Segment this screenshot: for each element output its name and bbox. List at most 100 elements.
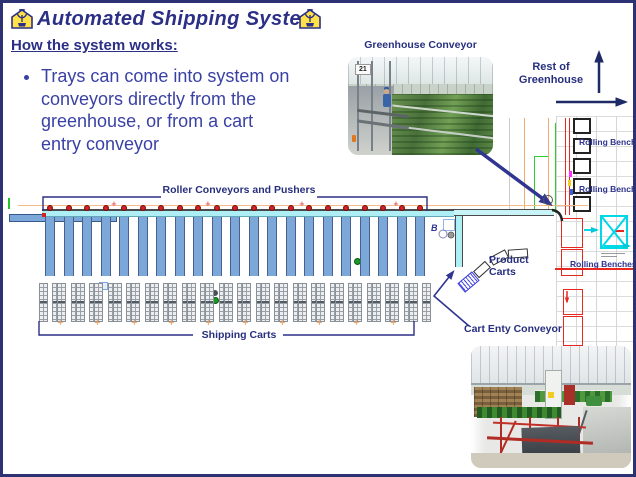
photo-machine-door	[563, 385, 575, 405]
photo-number-tag: 21	[355, 64, 371, 75]
cad-machine	[600, 215, 628, 249]
cad-mark	[8, 198, 10, 209]
cad-red-rect	[563, 316, 583, 346]
tick-mark: +	[168, 318, 175, 327]
cad-red-line	[555, 268, 633, 270]
conveyor-lane	[267, 217, 277, 276]
tick-mark: +	[393, 200, 399, 208]
shipping-cart	[112, 283, 122, 322]
shipping-cart	[334, 283, 344, 322]
rolling-benches-label: Rolling Benches	[570, 259, 636, 269]
conveyor-lane	[174, 217, 185, 276]
shipping-cart	[131, 283, 140, 322]
pusher-dot	[380, 205, 386, 211]
greenhouse-conveyor-photo: 21	[348, 57, 493, 155]
shipping-cart	[408, 283, 418, 322]
product-carts-label: Product Carts	[489, 254, 529, 279]
photo-post	[371, 60, 374, 152]
bench-block	[573, 138, 591, 154]
photo-post	[356, 60, 359, 152]
shipping-cart	[297, 283, 307, 322]
cart-entry-photo	[471, 346, 631, 468]
pusher-dot	[158, 205, 164, 211]
tick-mark: +	[111, 200, 117, 208]
conveyor-lane	[137, 217, 148, 276]
tick-mark: +	[279, 318, 286, 327]
conveyor-lane	[63, 217, 74, 276]
tick-mark: +	[57, 318, 64, 327]
cad-mark	[42, 213, 46, 217]
shipping-cart	[316, 283, 325, 322]
rolling-benches-label: Rolling Benches	[579, 137, 636, 147]
roller-conveyor	[42, 211, 454, 217]
conveyor-lane	[119, 217, 129, 276]
conveyor-lane	[341, 217, 351, 276]
conveyor-lane	[285, 217, 296, 276]
rest-of-greenhouse-label: Rest of Greenhouse	[518, 61, 584, 86]
cad-red-rect	[561, 218, 583, 248]
conveyor-lane	[156, 217, 166, 276]
tick-mark: +	[131, 318, 138, 327]
photo-person	[384, 87, 390, 91]
shipping-cart	[390, 283, 399, 322]
pusher-dot	[324, 205, 331, 211]
shipping-cart	[279, 283, 288, 322]
bench-block	[573, 118, 591, 134]
bullet-item: Trays can come into system on conveyors …	[41, 65, 293, 156]
conveyor-lane	[45, 217, 55, 276]
shipping-cart	[260, 283, 270, 322]
valve-marker: B	[431, 223, 438, 233]
photo-machine	[586, 396, 603, 406]
shipping-cart	[186, 283, 196, 322]
cad-line	[565, 118, 566, 215]
photo-sign	[547, 392, 554, 399]
pusher-dot	[65, 205, 72, 211]
pusher-dot	[176, 205, 183, 211]
photo-cone	[352, 135, 357, 143]
pusher-dot	[121, 205, 127, 211]
tick-mark: +	[205, 318, 212, 327]
greenhouse-conveyor-label: Greenhouse Conveyor	[364, 39, 477, 51]
pusher-dot	[232, 205, 238, 211]
conveyor-lane	[82, 217, 92, 276]
cad-mark	[568, 180, 571, 186]
cad-mark	[569, 171, 572, 177]
shipping-cart	[94, 283, 103, 322]
tick-mark: +	[94, 318, 101, 327]
shipping-carts-label: Shipping Carts	[201, 329, 277, 341]
bench-block	[573, 196, 591, 212]
cad-caption-line	[601, 253, 625, 254]
pusher-dot	[398, 205, 405, 211]
conveyor-lane	[248, 217, 259, 276]
shipping-cart	[242, 283, 251, 322]
pusher-dot	[306, 205, 312, 211]
cad-red-rect	[561, 249, 583, 276]
cad-line	[555, 123, 556, 213]
cad-mark	[570, 189, 573, 195]
page-title: Automated Shipping System	[37, 8, 320, 30]
shipping-cart	[38, 283, 48, 322]
house-icon	[299, 9, 321, 29]
tick-mark: +	[390, 318, 397, 327]
conveyor-lane	[396, 217, 407, 276]
shipping-cart	[75, 283, 85, 322]
pusher-dot	[84, 205, 90, 211]
status-dot	[212, 290, 218, 296]
pusher-dot	[287, 205, 294, 211]
section-heading: How the system works:	[11, 37, 178, 54]
conveyor-lane	[211, 217, 222, 276]
rolling-benches-label: Rolling Benches	[579, 184, 636, 194]
conveyor-lane	[378, 217, 388, 276]
photo-plant-trays	[477, 407, 561, 418]
cad-line	[569, 118, 570, 215]
conveyor-lane	[304, 217, 314, 276]
pusher-dot	[343, 205, 349, 211]
photo-red-frame	[499, 416, 502, 454]
lift-outline	[443, 219, 455, 231]
greenhouse-link-conveyor	[454, 209, 554, 216]
conveyor-lane	[100, 217, 111, 276]
conveyor-lane	[415, 217, 425, 276]
pusher-dot	[139, 205, 146, 211]
tick-mark: +	[353, 318, 360, 327]
